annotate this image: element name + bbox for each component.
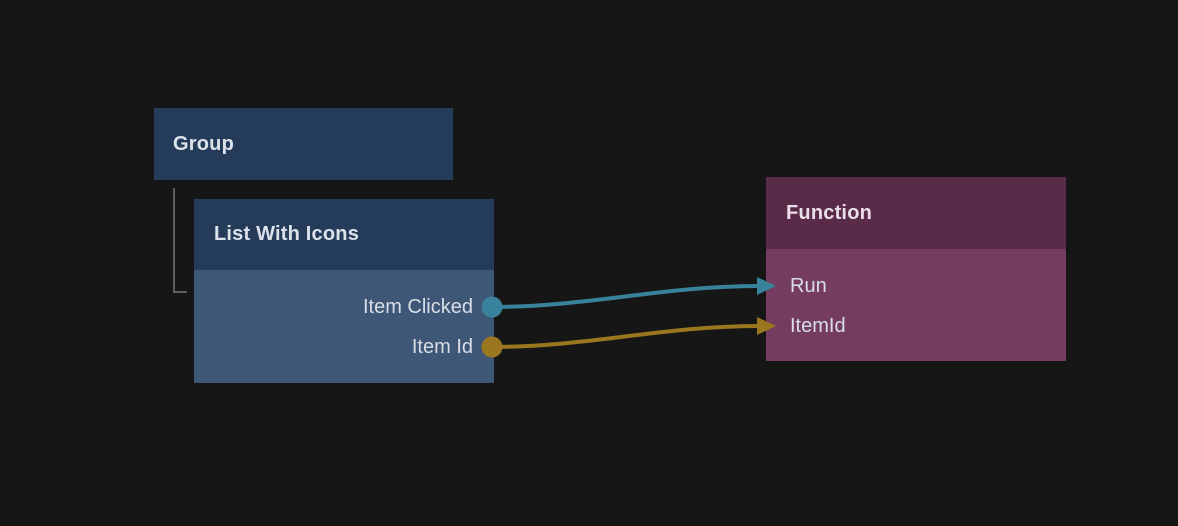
node-group[interactable]: Group: [154, 108, 453, 180]
node-list-with-icons-header[interactable]: List With Icons: [194, 199, 494, 270]
output-row-item-id[interactable]: Item Id: [194, 327, 494, 367]
wire-item-id-to-itemid[interactable]: [491, 324, 758, 349]
node-group-header[interactable]: Group: [154, 108, 453, 180]
output-label-item-clicked: Item Clicked: [362, 295, 473, 318]
node-group-title: Group: [173, 132, 234, 155]
input-row-run[interactable]: Run: [766, 266, 1066, 306]
output-row-item-clicked[interactable]: Item Clicked: [194, 287, 494, 327]
node-function-title: Function: [786, 201, 873, 224]
node-list-with-icons-body: Item Clicked Item Id: [194, 270, 494, 383]
node-function-body: Run ItemId: [766, 249, 1066, 361]
node-list-with-icons-title: List With Icons: [214, 223, 360, 245]
node-function[interactable]: Function Run ItemId: [766, 177, 1066, 361]
wire-item-clicked-to-run[interactable]: [491, 284, 758, 309]
port-item-id-output[interactable]: [481, 336, 503, 358]
input-label-run: Run: [790, 274, 827, 297]
input-row-itemid[interactable]: ItemId: [766, 306, 1066, 346]
node-list-with-icons[interactable]: List With Icons Item Clicked Item Id: [194, 199, 494, 383]
input-label-itemid: ItemId: [790, 314, 846, 337]
node-function-header[interactable]: Function: [766, 177, 1066, 249]
group-child-connector-line: [173, 188, 187, 293]
port-item-clicked-output[interactable]: [481, 296, 503, 318]
output-label-item-id: Item Id: [411, 335, 473, 358]
